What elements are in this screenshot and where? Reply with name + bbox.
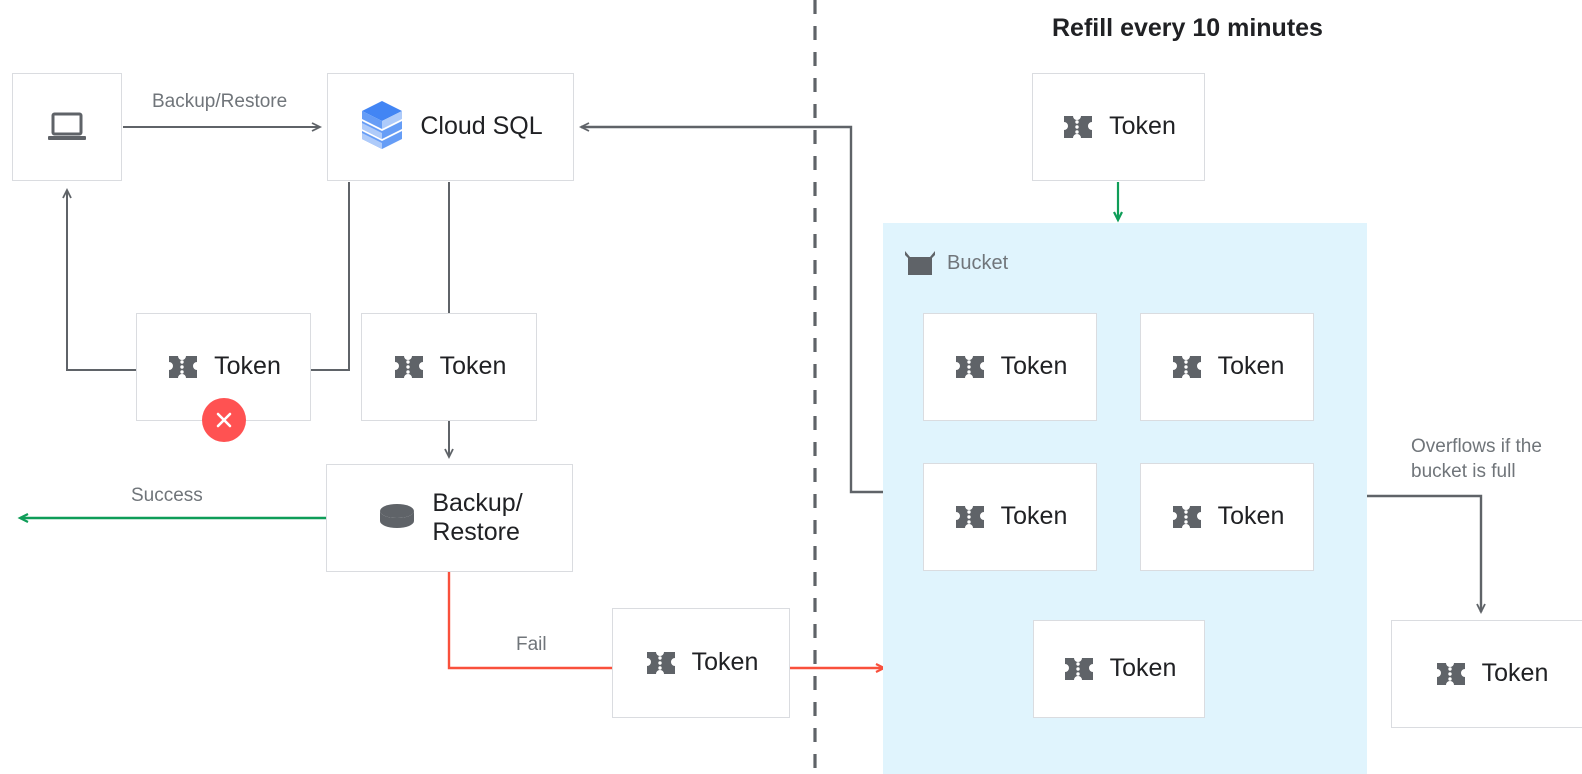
token-refill-node[interactable]: Token xyxy=(1032,73,1205,181)
token-label: Token xyxy=(1217,352,1285,381)
token-icon xyxy=(1064,658,1093,680)
laptop-icon xyxy=(48,112,86,140)
token-icon xyxy=(1064,116,1093,138)
bucket-icon xyxy=(905,251,935,275)
token-label: Token xyxy=(1109,112,1176,141)
token-icon xyxy=(1436,663,1465,685)
error-x-badge xyxy=(202,398,246,442)
token-label: Token xyxy=(1109,654,1177,683)
token-icon xyxy=(955,506,984,528)
token-label: Token xyxy=(214,352,281,381)
token-label: Token xyxy=(1000,502,1068,531)
token-icon xyxy=(1172,506,1201,528)
token-consume-node[interactable]: Token xyxy=(361,313,537,421)
backup-restore-node[interactable]: Backup/ Restore xyxy=(326,464,573,572)
edge-label-backup-restore: Backup/Restore xyxy=(152,91,288,112)
refill-heading: Refill every 10 minutes xyxy=(1052,14,1323,42)
edge-label-success: Success xyxy=(131,485,203,506)
token-label: Token xyxy=(1481,659,1549,688)
token-icon xyxy=(1172,356,1201,378)
token-overflow-node[interactable]: Token xyxy=(1391,620,1582,728)
backup-restore-label: Backup/ Restore xyxy=(432,488,523,547)
token-label: Token xyxy=(691,648,759,677)
database-icon xyxy=(380,504,415,528)
cloud-sql-node[interactable]: Cloud SQL xyxy=(327,73,574,181)
token-icon xyxy=(646,652,675,674)
cloud-sql-label: Cloud SQL xyxy=(420,112,543,141)
bucket-token-3[interactable]: Token xyxy=(923,463,1097,571)
edge-label-fail: Fail xyxy=(516,634,547,655)
bucket-token-4[interactable]: Token xyxy=(1140,463,1314,571)
bucket-token-5[interactable]: Token xyxy=(1033,620,1205,718)
token-label: Token xyxy=(439,352,507,381)
token-label: Token xyxy=(1217,502,1285,531)
cloud-sql-icon xyxy=(362,101,403,149)
bucket-token-1[interactable]: Token xyxy=(923,313,1097,421)
token-icon xyxy=(169,356,198,378)
bucket-token-2[interactable]: Token xyxy=(1140,313,1314,421)
bucket-header: Bucket xyxy=(903,247,1008,279)
token-fail-node[interactable]: Token xyxy=(612,608,790,718)
token-label: Token xyxy=(1000,352,1068,381)
wire-overflow xyxy=(1367,494,1486,615)
bucket-title: Bucket xyxy=(947,251,1009,274)
wire-bucket-to-cloudsql xyxy=(578,122,883,494)
client-node[interactable] xyxy=(12,73,122,181)
token-icon xyxy=(394,356,423,378)
edge-label-overflow: Overflows if the bucket is full xyxy=(1411,436,1542,482)
close-icon xyxy=(216,412,232,428)
token-icon xyxy=(955,356,984,378)
